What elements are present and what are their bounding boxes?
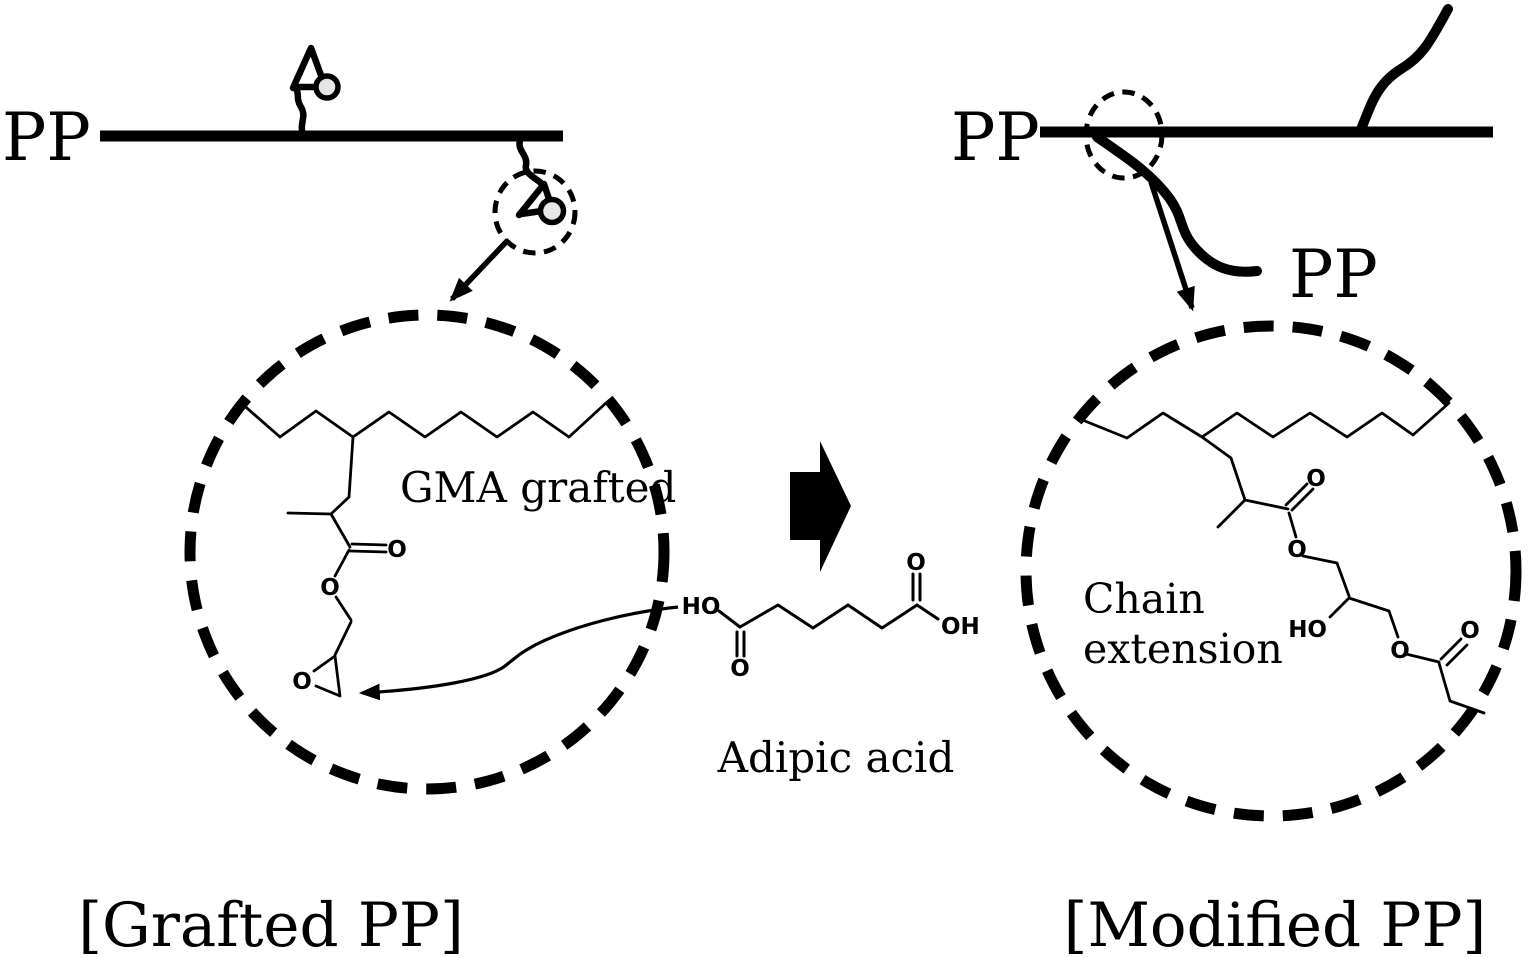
modified-pp-panel: PP PP O O HO O O Chain extension [Modifi… <box>951 4 1522 958</box>
ester-bonds-1 <box>1287 511 1351 598</box>
adipate-tail-bonds <box>1437 661 1486 715</box>
carbonyl-o2-label: O <box>1460 618 1480 644</box>
carbonyl-o1-label: O <box>1306 466 1326 492</box>
carbonyl-o-label: O <box>387 537 407 563</box>
ester-bond-2 <box>1404 652 1441 664</box>
adipic-o-left-label: O <box>730 656 750 682</box>
pp-backbone-label-right: PP <box>951 99 1040 176</box>
graft-branch-bonds <box>1200 435 1290 529</box>
graft-bead-icon <box>537 196 567 226</box>
graft-highlight-circle-left <box>492 168 578 256</box>
carbonyl-double-bond-1 <box>1284 482 1315 512</box>
ester-o-label: O <box>320 575 340 601</box>
pp-chain-curve-bottom <box>1092 132 1262 277</box>
caption-grafted-pp: [Grafted PP] <box>78 890 464 958</box>
reaction-arrow-icon <box>790 441 851 572</box>
graft-unit-bottom <box>515 136 567 226</box>
alkyl-chain <box>738 603 919 630</box>
adipic-acid-structure <box>717 572 940 658</box>
pp-chain-skeleton <box>238 400 608 439</box>
caption-modified-pp: [Modified PP] <box>1064 890 1487 958</box>
graft-unit-top <box>289 44 341 139</box>
junction-highlight-circle-right <box>1083 89 1165 181</box>
grafted-pp-panel: PP O O O GMA grafted [Grafted <box>2 44 676 958</box>
glycerol-bonds <box>1328 596 1400 639</box>
hydroxyl-ho-label: HO <box>1288 617 1327 643</box>
carbonyl-double-bond-2 <box>1439 637 1469 667</box>
carbonyl-double-bond <box>348 542 388 554</box>
epoxide-ring <box>312 654 342 698</box>
zoom-arrow-right <box>1148 181 1195 312</box>
pp-branch-curve-top <box>1355 4 1453 137</box>
epoxide-attack-arrow <box>358 605 679 701</box>
zoom-circle-right <box>1020 320 1522 822</box>
chain-extension-label-line2: extension <box>1083 625 1283 673</box>
gma-structure <box>238 400 608 698</box>
ester-o1-label: O <box>1287 537 1307 563</box>
carbonyl-double-bond-right <box>911 572 922 602</box>
chain-extension-structure <box>1078 401 1486 715</box>
carbonyl-double-bond-left <box>735 630 746 658</box>
adipic-acid-label: Adipic acid <box>717 733 955 782</box>
reaction-section: HO O O OH Adipic acid <box>358 441 980 782</box>
adipic-oh-right-label: OH <box>941 614 980 640</box>
epoxide-o-label: O <box>292 669 312 695</box>
adipic-ho-left-label: HO <box>682 594 721 620</box>
graft-stem <box>516 136 545 187</box>
pp-chain-skeleton <box>1078 401 1451 440</box>
pp-chain-end-label: PP <box>1289 236 1378 313</box>
gma-grafted-label: GMA grafted <box>400 463 676 512</box>
zoom-arrow-left <box>449 238 510 302</box>
ester-o2-label: O <box>1390 638 1410 664</box>
graft-branch-bonds <box>286 435 355 549</box>
pp-backbone-label-left: PP <box>2 99 91 176</box>
chain-extension-label-line1: Chain <box>1083 575 1205 623</box>
ho-bond <box>717 609 742 629</box>
oh-bond <box>915 603 940 621</box>
adipic-o-right-label: O <box>906 550 926 576</box>
graft-stem <box>293 87 307 139</box>
graft-bead-icon <box>313 73 341 101</box>
zoom-circle-left <box>184 309 670 795</box>
ester-bonds <box>333 548 353 657</box>
